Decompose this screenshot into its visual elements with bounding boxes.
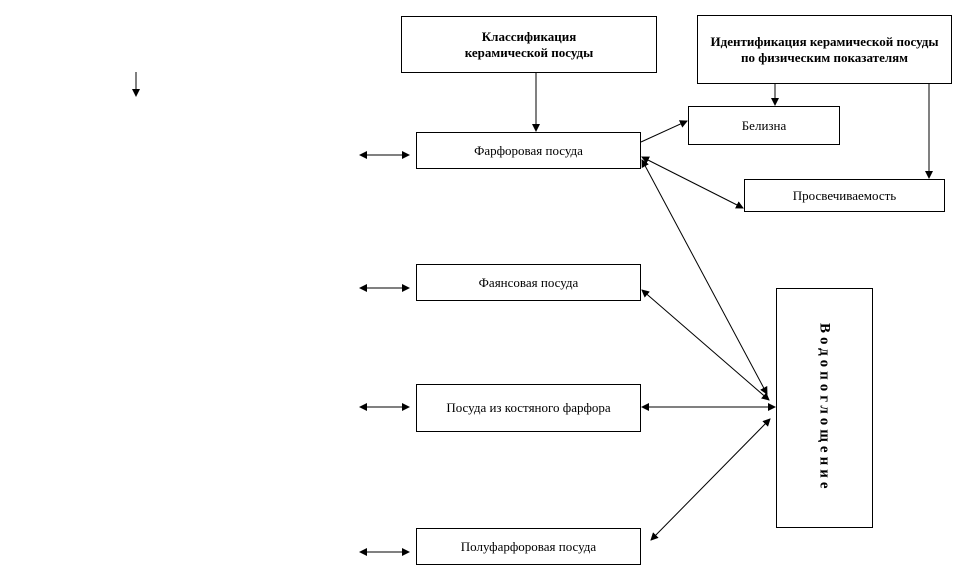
- classification-box: Классификация керамической посуды: [401, 16, 657, 73]
- semi-porcelain-label: Полуфарфоровая посуда: [460, 538, 597, 554]
- porcelain-label: Фарфоровая посуда: [474, 142, 583, 158]
- faience-box: Фаянсовая посуда: [416, 264, 641, 301]
- translucency-box: Просвечиваемость: [744, 179, 945, 212]
- arrow-porcelain-to-translucency: [641, 156, 744, 209]
- whiteness-box: Белизна: [688, 106, 840, 145]
- whiteness-label: Белизна: [741, 117, 787, 133]
- semi-porcelain-box: Полуфарфоровая посуда: [416, 528, 641, 565]
- arrow-porcelain-to-whiteness: [640, 120, 688, 143]
- faience-label: Фаянсовая посуда: [478, 274, 579, 290]
- arrow-faience-to-water: [641, 289, 770, 401]
- translucency-label: Просвечиваемость: [792, 187, 897, 203]
- arrow-semi-to-water: [650, 418, 771, 541]
- water-absorption-label: Водопоглощение: [816, 323, 833, 493]
- bone-china-box: Посуда из костяного фарфора: [416, 384, 641, 432]
- classification-label: Классификация керамической посуды: [464, 28, 594, 60]
- bone-china-label: Посуда из костяного фарфора: [446, 400, 611, 415]
- porcelain-box: Фарфоровая посуда: [416, 132, 641, 169]
- water-absorption-box: Водопоглощение: [776, 288, 873, 528]
- identification-label: Идентификация керамической посуды по физ…: [710, 33, 939, 65]
- identification-box: Идентификация керамической посуды по физ…: [697, 15, 952, 84]
